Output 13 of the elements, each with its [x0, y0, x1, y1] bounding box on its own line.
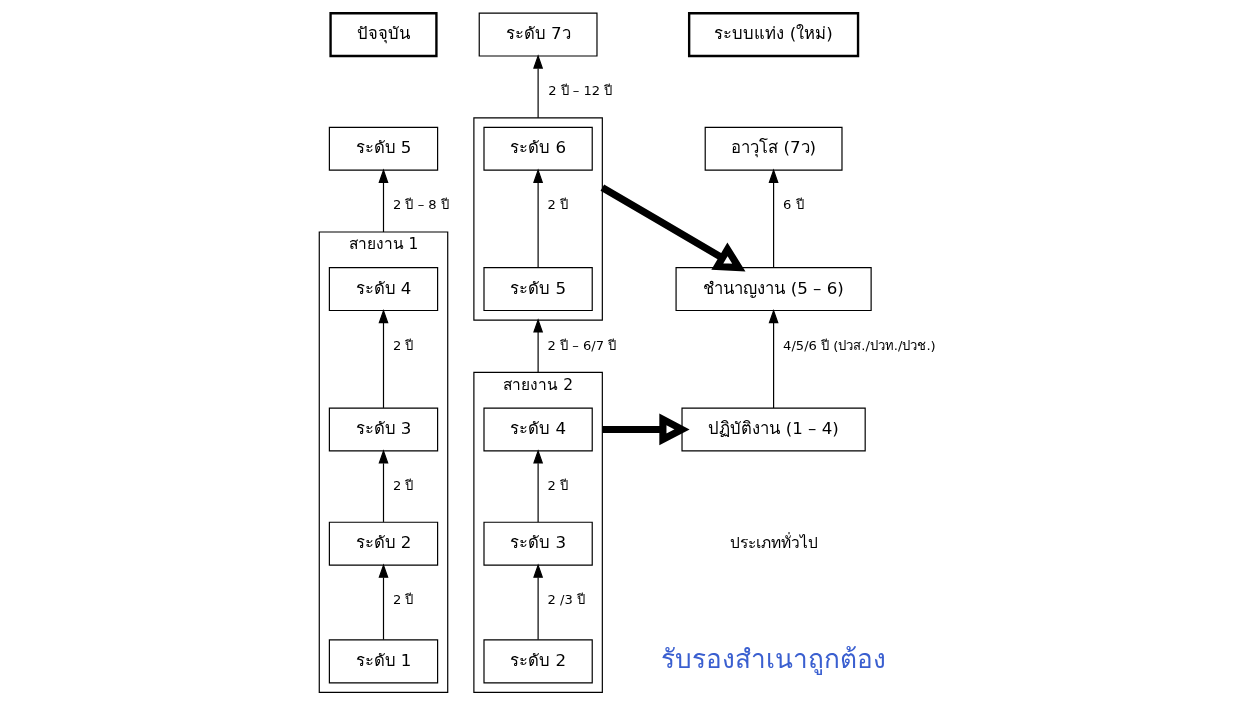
- edge-label: 2 ปี: [392, 337, 413, 353]
- edge-label: 2 ปี: [392, 592, 413, 608]
- edge-label: 2 ปี: [392, 477, 413, 493]
- edge-label: 2 ปี – 6/7 ปี: [547, 337, 616, 353]
- label: ประเภททั่วไป: [729, 533, 818, 552]
- edge-label: 4/5/6 ปี (ปวส./ปวท./ปวช.): [782, 337, 936, 353]
- edge-label: 2 ปี: [547, 197, 568, 213]
- edge-label: 2 ปี: [547, 477, 568, 493]
- edge-label: 2 ปี – 12 ปี: [547, 83, 612, 99]
- edge-label: 2 ปี – 8 ปี: [392, 197, 449, 213]
- edge-label: 2 /3 ปี: [547, 592, 585, 608]
- edge-label: 6 ปี: [782, 197, 804, 213]
- label: รับรองสำเนาถูกต้อง: [660, 644, 886, 675]
